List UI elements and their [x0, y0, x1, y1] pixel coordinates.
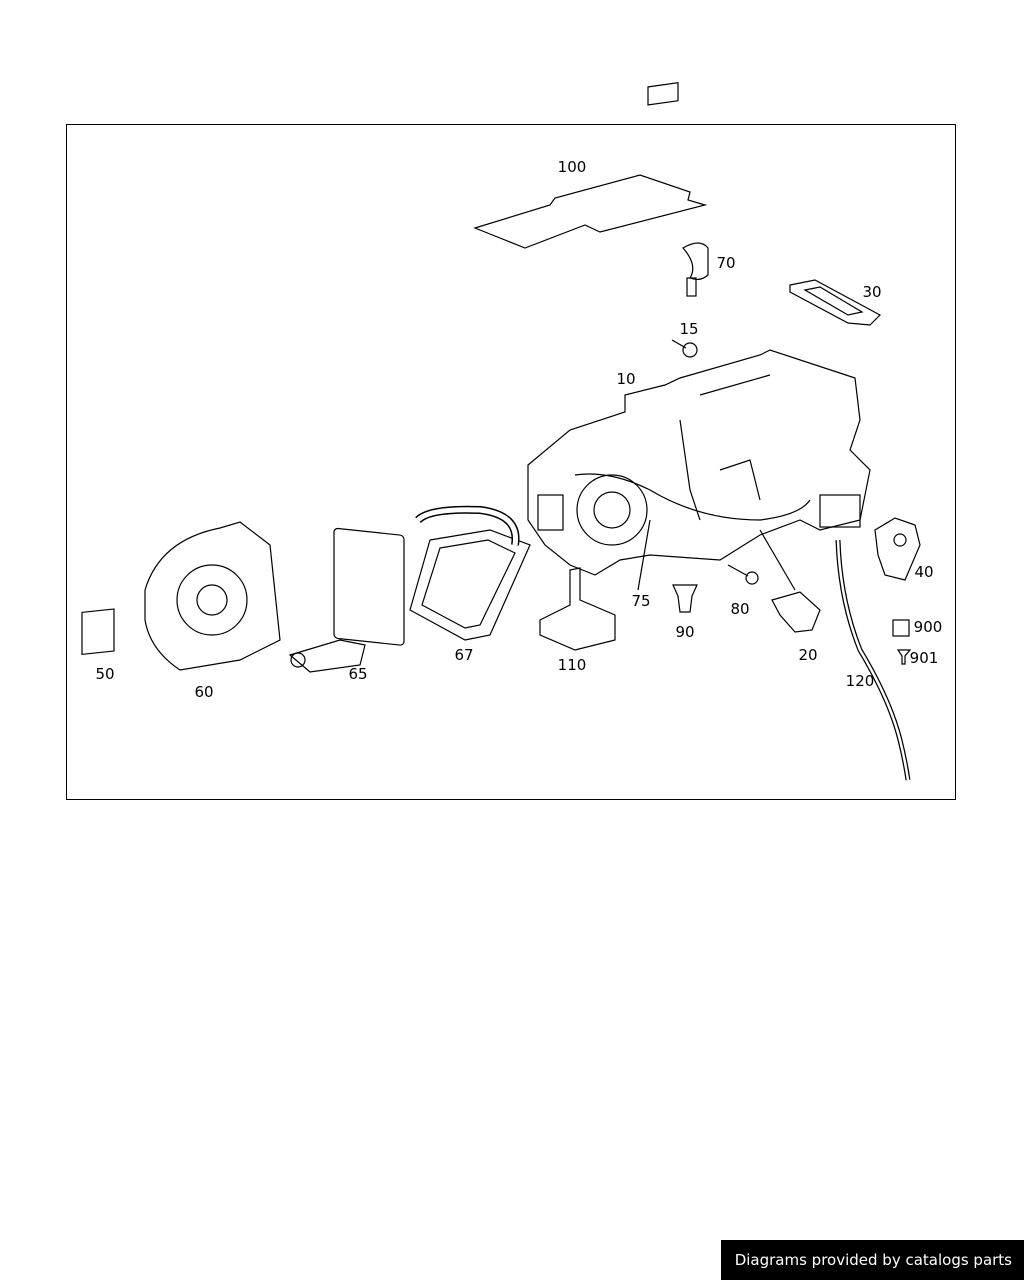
- callout-75[interactable]: 75: [631, 592, 651, 610]
- callout-100[interactable]: 100: [557, 158, 587, 176]
- callout-70[interactable]: 70: [716, 254, 736, 272]
- drain-hose-drawing: [835, 539, 911, 781]
- callout-90[interactable]: 90: [675, 623, 695, 641]
- filter-frame-drawing: [789, 279, 881, 326]
- callout-20[interactable]: 20: [798, 646, 818, 664]
- callout-15[interactable]: 15: [679, 320, 699, 338]
- sensor-drawing: [759, 529, 821, 633]
- credit-banner: Diagrams provided by catalogs parts: [720, 1240, 1024, 1280]
- actuator-motor-drawing: [874, 517, 921, 581]
- bolt-drawing: [727, 564, 759, 585]
- callout-900[interactable]: 900: [913, 618, 943, 636]
- clip-drawing: [682, 242, 709, 297]
- diagram-frame: [66, 124, 956, 800]
- callout-901[interactable]: 901: [909, 649, 939, 667]
- callout-80[interactable]: 80: [730, 600, 750, 618]
- callout-65[interactable]: 65: [348, 665, 368, 683]
- heater-core-drawing: [409, 505, 531, 641]
- callout-50[interactable]: 50: [95, 665, 115, 683]
- callout-40[interactable]: 40: [914, 563, 934, 581]
- blower-housing-drawing: [144, 521, 281, 671]
- screw-drawing: [671, 339, 698, 358]
- insulation-mat-drawing: [473, 82, 708, 249]
- hvac-housing-drawing: [527, 349, 871, 576]
- callout-120[interactable]: 120: [845, 672, 875, 690]
- evaporator-drawing: [288, 527, 405, 673]
- callout-67[interactable]: 67: [454, 646, 474, 664]
- wiring-harness-drawing: [574, 473, 811, 591]
- connector-drawing: [892, 619, 912, 665]
- callout-30[interactable]: 30: [862, 283, 882, 301]
- callout-110[interactable]: 110: [557, 656, 587, 674]
- blower-regulator-drawing: [81, 608, 115, 656]
- callout-10[interactable]: 10: [616, 370, 636, 388]
- callout-60[interactable]: 60: [194, 683, 214, 701]
- bracket-drawing: [539, 567, 616, 651]
- grommet-drawing: [672, 584, 698, 613]
